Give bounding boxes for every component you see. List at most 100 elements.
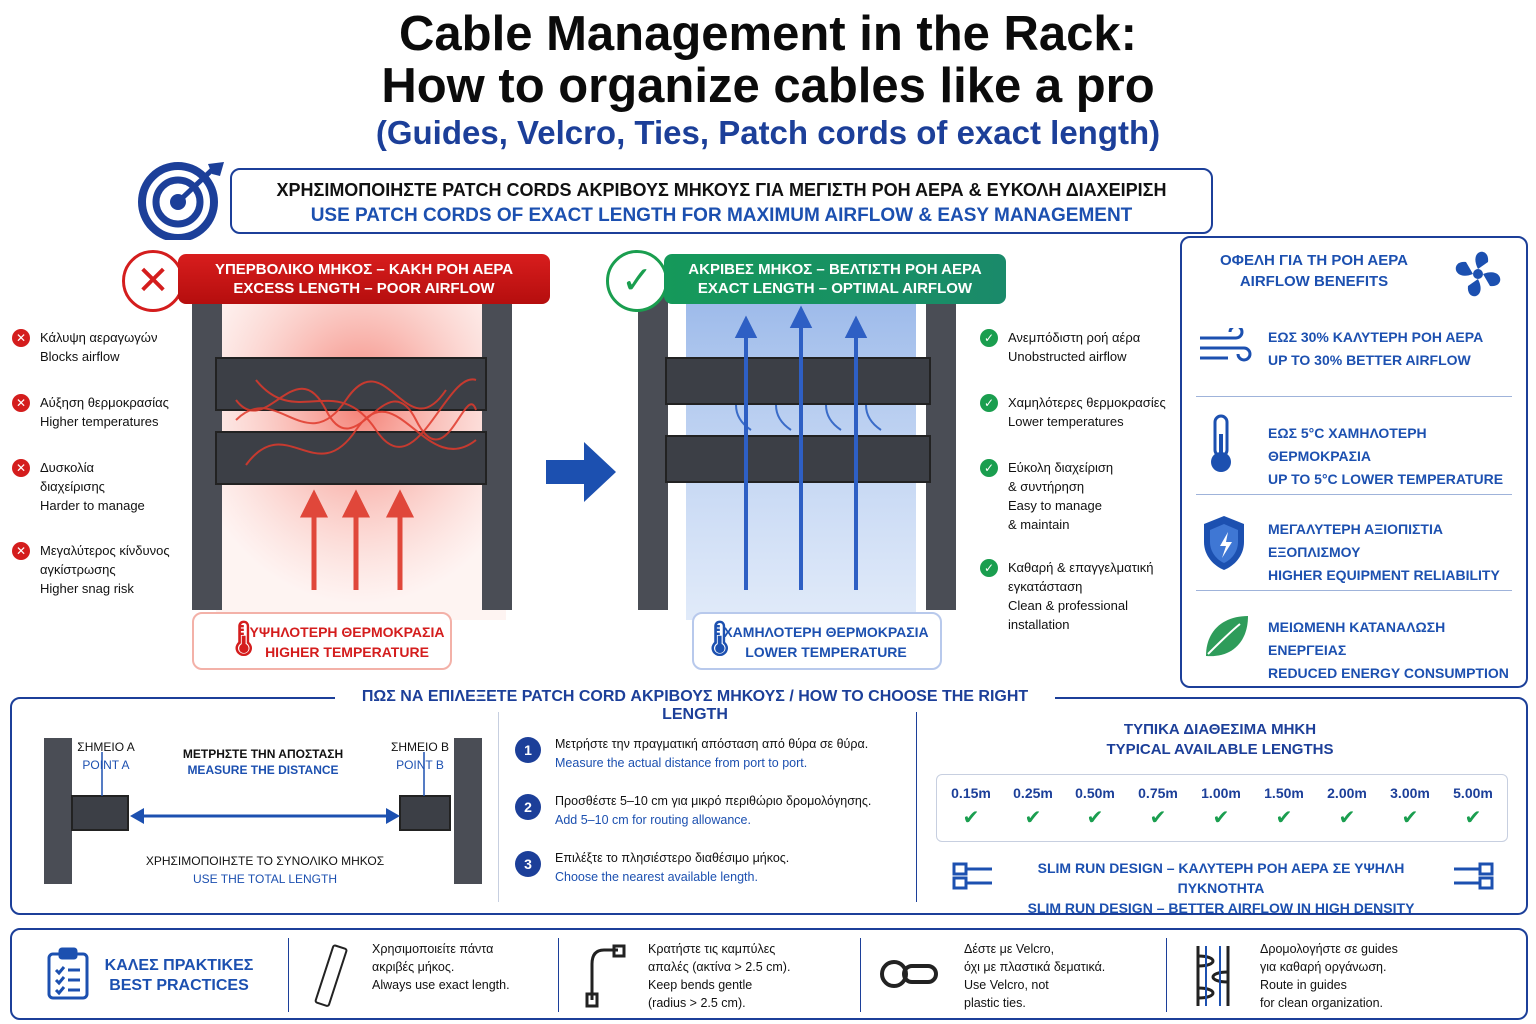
bad-item-greek: Μεγαλύτερος κίνδυνος [40, 543, 170, 558]
length-value: 0.15m [951, 785, 991, 801]
best-item-text: Route in guides [1260, 978, 1347, 992]
best-item-text: Use Velcro, not [964, 978, 1049, 992]
best-item-text: Χρησιμοποιείτε πάντα [372, 942, 494, 956]
benefit-english: UP TO 30% BETTER AIRFLOW [1268, 352, 1471, 368]
slim-run-english: SLIM RUN DESIGN – BETTER AIRFLOW IN HIGH… [1027, 900, 1415, 916]
bad-item: ✕ Αύξηση θερμοκρασίας Higher temperature… [12, 393, 169, 431]
best-practices-title: ΚΑΛΕΣ ΠΡΑΚΤΙΚΕΣ BEST PRACTICES [104, 956, 254, 996]
clipboard-icon [46, 946, 90, 1007]
good-temp-greek: ΧΑΜΗΛΟΤΕΡΗ ΘΕΡΜΟΚΡΑΣΙΑ [723, 624, 929, 640]
banner: ΧΡΗΣΙΜΟΠΟΙΗΣΤΕ PATCH CORDS ΑΚΡΙΒΟΥΣ ΜΗΚΟ… [230, 168, 1213, 234]
length-value: 5.00m [1453, 785, 1493, 801]
benefit-greek: ΜΕΓΑΛΥΤΕΡΗ ΑΞΙΟΠΙΣΤΙΑ ΕΞΟΠΛΙΣΜΟΥ [1268, 521, 1443, 560]
x-icon: ✕ [12, 329, 30, 347]
point-b-greek: ΣΗΜΕΙΟ Β [390, 740, 450, 754]
good-item-english: Clean & professional [1008, 598, 1128, 613]
x-icon: ✕ [12, 459, 30, 477]
length-option: 1.50m✔ [1254, 785, 1314, 830]
wind-icon [1198, 324, 1252, 373]
bad-temp-box: 🌡 ΥΨΗΛΟΤΕΡΗ ΘΕΡΜΟΚΡΑΣΙΑ HIGHER TEMPERATU… [192, 612, 452, 670]
good-header-greek: ΑΚΡΙΒΕΣ ΜΗΚΟΣ – ΒΕΛΤΙΣΤΗ ΡΟΗ ΑΕΡΑ [688, 261, 982, 278]
check-icon: ✔ [1149, 807, 1167, 829]
benefit-greek: ΜΕΙΩΜΕΝΗ ΚΑΤΑΝΑΛΩΣΗ ΕΝΕΡΓΕΙΑΣ [1268, 619, 1446, 658]
good-item-greek: & συντήρηση [1008, 479, 1085, 494]
best-item-text: Κρατήστε τις καμπύλες [648, 942, 776, 956]
bad-item: ✕ Μεγαλύτερος κίνδυνος αγκίστρωσης Highe… [12, 541, 170, 598]
length-option: 2.00m ✔ [1317, 785, 1377, 830]
measure-greek: ΜΕΤΡΗΣΤΕ ΤΗΝ ΑΠΟΣΤΑΣΗ [182, 747, 344, 761]
cable-bend-icon [584, 944, 628, 1013]
step-number: 2 [515, 794, 541, 820]
good-check-icon: ✓ [606, 250, 668, 312]
good-item-english: Unobstructed airflow [1008, 349, 1127, 364]
total-length-label: ΧΡΗΣΙΜΟΠΟΙΗΣΤΕ ΤΟ ΣΥΝΟΛΙΚΟ ΜΗΚΟΣ USE THE… [130, 852, 400, 888]
benefit-greek: ΕΩΣ 5°C ΧΑΜΗΛΟΤΕΡΗ ΘΕΡΜΟΚΡΑΣΙΑ [1268, 425, 1427, 464]
lengths-title: ΤΥΠΙΚΑ ΔΙΑΘΕΣΙΜΑ ΜΗΚΗ TYPICAL AVAILABLE … [940, 720, 1500, 760]
best-item-text: (radius > 2.5 cm). [648, 996, 746, 1010]
x-icon: ✕ [12, 542, 30, 560]
length-option: 5.00m✔ [1443, 785, 1503, 830]
best-item-text: όχι με πλαστικά δεματικά. [964, 960, 1106, 974]
howto-title: ΠΩΣ ΝΑ ΕΠΙΛΕΞΕΤΕ PATCH CORD ΑΚΡΙΒΟΥΣ ΜΗΚ… [335, 688, 1055, 724]
best-item-text: απαλές (ακτίνα > 2.5 cm). [648, 960, 791, 974]
length-value: 1.00m [1201, 785, 1241, 801]
step-english: Measure the actual distance from port to… [555, 756, 808, 770]
best-item-text: για καθαρή οργάνωση. [1260, 960, 1387, 974]
check-icon: ✔ [1338, 807, 1356, 829]
check-icon: ✓ [980, 559, 998, 577]
slim-run-greek: SLIM RUN DESIGN – ΚΑΛΥΤΕΡΗ ΡΟΗ ΑΕΡΑ ΣΕ Υ… [1037, 860, 1405, 896]
step-english: Choose the nearest available length. [555, 870, 758, 884]
benefits-title: ΟΦΕΛΗ ΓΙΑ ΤΗ ΡΟΗ ΑΕΡΑ AIRFLOW BENEFITS [1202, 250, 1426, 292]
bad-item-english: Blocks airflow [40, 349, 120, 364]
thermometer-cool-icon: 🌡 [698, 620, 742, 658]
best-item-text: Δρομολογήστε σε guides [1260, 942, 1398, 956]
measure-diagram [44, 738, 484, 893]
divider [558, 938, 559, 1012]
benefit-temperature: ΕΩΣ 5°C ΧΑΜΗΛΟΤΕΡΗ ΘΕΡΜΟΚΡΑΣΙΑ UP TO 5°C… [1268, 422, 1526, 491]
best-item-4: Δρομολογήστε σε guides για καθαρή οργάνω… [1260, 940, 1398, 1012]
divider [1166, 938, 1167, 1012]
bad-item-greek: Κάλυψη αεραγωγών [40, 330, 158, 345]
length-option: 0.25m✔ [1003, 785, 1063, 830]
length-option: 1.00m✔ [1191, 785, 1251, 830]
step-number: 1 [515, 737, 541, 763]
bad-temp-greek: ΥΨΗΛΟΤΕΡΗ ΘΕΡΜΟΚΡΑΣΙΑ [249, 624, 445, 640]
divider [1196, 590, 1512, 591]
fan-icon [1448, 244, 1508, 309]
leaf-icon [1200, 612, 1250, 667]
check-icon: ✔ [962, 807, 980, 829]
point-b-english: POINT B [396, 758, 444, 772]
bad-temp-english: HIGHER TEMPERATURE [265, 644, 429, 660]
step-greek: Επιλέξτε το πλησιέστερο διαθέσιμο μήκος. [555, 851, 790, 865]
step-greek: Μετρήστε την πραγματική απόσταση από θύρ… [555, 737, 869, 751]
divider [288, 938, 289, 1012]
cable-guide-icon [1188, 942, 1238, 1015]
bad-item-english: Harder to manage [40, 498, 145, 513]
best-item-text: Keep bends gentle [648, 978, 753, 992]
check-icon: ✔ [1275, 807, 1293, 829]
banner-english: USE PATCH CORDS OF EXACT LENGTH FOR MAXI… [310, 205, 1133, 226]
best-item-1: Χρησιμοποιείτε πάντα ακριβές μήκος. Alwa… [372, 940, 510, 994]
best-practices-panel: ΚΑΛΕΣ ΠΡΑΚΤΙΚΕΣ BEST PRACTICES Χρησιμοπο… [10, 928, 1528, 1020]
check-icon: ✓ [980, 329, 998, 347]
step-greek: Προσθέστε 5–10 cm για μικρό περιθώριο δρ… [555, 794, 872, 808]
banner-greek: ΧΡΗΣΙΜΟΠΟΙΗΣΤΕ PATCH CORDS ΑΚΡΙΒΟΥΣ ΜΗΚΟ… [276, 180, 1167, 200]
best-item-2: Κρατήστε τις καμπύλες απαλές (ακτίνα > 2… [648, 940, 790, 1012]
thermometer-icon [1204, 414, 1238, 479]
best-title-greek: ΚΑΛΕΣ ΠΡΑΚΤΙΚΕΣ [104, 957, 254, 974]
good-item-greek: Καθαρή & επαγγελματική [1008, 560, 1154, 575]
benefit-airflow: ΕΩΣ 30% ΚΑΛΥΤΕΡΗ ΡΟΗ ΑΕΡΑ UP TO 30% BETT… [1268, 326, 1483, 372]
length-value: 2.00m [1327, 785, 1367, 801]
good-item-english: Lower temperatures [1008, 414, 1124, 429]
cable-right-icon [1450, 860, 1494, 897]
good-header: ΑΚΡΙΒΕΣ ΜΗΚΟΣ – ΒΕΛΤΙΣΤΗ ΡΟΗ ΑΕΡΑ EXACT … [664, 254, 1006, 304]
best-item-3: Δέστε με Velcro, όχι με πλαστικά δεματικ… [964, 940, 1105, 1012]
check-icon: ✔ [1086, 807, 1104, 829]
bad-header: ΥΠΕΡΒΟΛΙΚΟ ΜΗΚΟΣ – ΚΑΚΗ ΡΟΗ ΑΕΡΑ EXCESS … [178, 254, 550, 304]
main-title: Cable Management in the Rack: [399, 7, 1137, 61]
bad-item-english: Higher snag risk [40, 581, 134, 596]
main-tagline: (Guides, Velcro, Ties, Patch cords of ex… [375, 114, 1161, 151]
length-value: 0.50m [1075, 785, 1115, 801]
length-option: 0.75m✔ [1128, 785, 1188, 830]
divider [1196, 396, 1512, 397]
